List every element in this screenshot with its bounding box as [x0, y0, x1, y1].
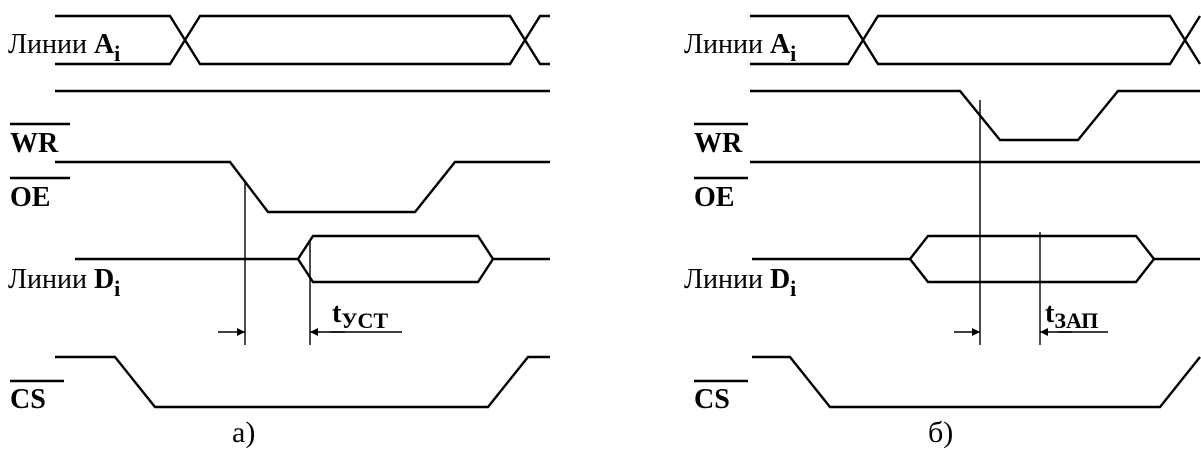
panel-b: Линии Ai WR OE Линии Di tЗАП CS б): [684, 14, 1201, 449]
address-bus-waveform: [750, 14, 1201, 66]
oe-waveform: [55, 160, 550, 214]
data-lines-label: Линии Di: [684, 264, 796, 301]
cs-label: CS: [694, 384, 730, 415]
data-lines-label: Линии Di: [8, 264, 120, 301]
panel-a: Линии Ai WR OE Линии Di tУСТ CS а): [8, 14, 550, 449]
oe-label: OE: [10, 182, 50, 213]
wr-label: WR: [10, 128, 59, 159]
wr-waveform: [750, 89, 1200, 142]
oe-label: OE: [694, 182, 734, 213]
timing-label: tУСТ: [332, 298, 388, 333]
panel-b-caption: б): [928, 416, 953, 449]
cs-waveform: [752, 355, 1201, 409]
timing-label: tЗАП: [1045, 298, 1098, 333]
cs-waveform: [55, 355, 550, 409]
address-lines-label: Линии Ai: [684, 29, 796, 66]
address-bus-waveform: [55, 14, 550, 66]
wr-label: WR: [694, 128, 743, 159]
data-bus-waveform: [75, 234, 550, 284]
address-lines-label: Линии Ai: [8, 29, 120, 66]
panel-a-caption: а): [232, 416, 255, 449]
cs-label: CS: [10, 384, 46, 415]
data-bus-waveform: [752, 234, 1200, 284]
